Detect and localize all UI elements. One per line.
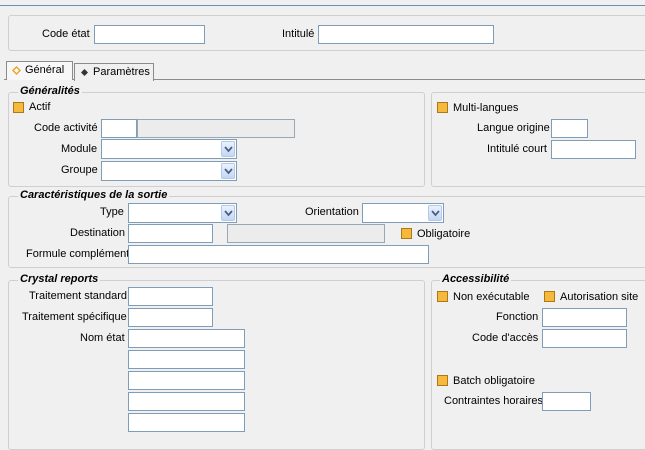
generalites-title: Généralités bbox=[18, 85, 82, 98]
groupe-dropdown-button[interactable] bbox=[221, 163, 235, 179]
module-dropdown-button[interactable] bbox=[221, 141, 235, 157]
traitement-standard-input[interactable] bbox=[128, 287, 213, 306]
header-group bbox=[8, 15, 645, 51]
code-etat-input[interactable] bbox=[94, 25, 205, 44]
intitule-court-input[interactable] bbox=[551, 140, 636, 159]
sortie-group bbox=[8, 196, 645, 268]
nom-etat-input-1[interactable] bbox=[128, 329, 245, 348]
diamond-icon bbox=[12, 66, 21, 75]
fonction-input[interactable] bbox=[542, 308, 627, 327]
contraintes-horaires-label: Contraintes horaires bbox=[444, 395, 544, 407]
destination-description bbox=[227, 224, 385, 243]
fonction-label: Fonction bbox=[496, 311, 539, 323]
code-activite-input[interactable] bbox=[101, 119, 137, 138]
accessibilite-group bbox=[431, 280, 645, 450]
autorisation-site-label: Autorisation site bbox=[560, 291, 639, 303]
langue-origine-label: Langue origine bbox=[477, 122, 550, 134]
window-top-border bbox=[0, 0, 645, 6]
langue-origine-input[interactable] bbox=[551, 119, 588, 138]
type-label: Type bbox=[100, 206, 124, 218]
nom-etat-input-3[interactable] bbox=[128, 371, 245, 390]
orientation-label: Orientation bbox=[305, 206, 359, 218]
multilangues-group bbox=[431, 92, 645, 187]
nom-etat-label: Nom état bbox=[80, 332, 125, 344]
code-acces-label: Code d'accès bbox=[472, 332, 539, 344]
code-activite-description bbox=[137, 119, 295, 138]
type-select[interactable] bbox=[128, 203, 237, 223]
traitement-specifique-input[interactable] bbox=[128, 308, 213, 327]
chevron-down-icon bbox=[224, 168, 233, 175]
intitule-input[interactable] bbox=[318, 25, 494, 44]
tab-strip-line bbox=[4, 79, 645, 80]
multilangues-checkbox[interactable] bbox=[437, 102, 448, 113]
sortie-title: Caractéristiques de la sortie bbox=[18, 189, 170, 202]
tab-general-label: Général bbox=[25, 64, 65, 76]
nom-etat-input-4[interactable] bbox=[128, 392, 245, 411]
intitule-label: Intitulé bbox=[282, 28, 315, 40]
chevron-down-icon bbox=[224, 210, 233, 217]
tab-general[interactable]: Général bbox=[6, 61, 73, 80]
batch-obligatoire-label: Batch obligatoire bbox=[453, 375, 535, 387]
multilangues-label: Multi-langues bbox=[453, 102, 519, 114]
code-etat-label: Code état bbox=[42, 28, 90, 40]
non-executable-checkbox[interactable] bbox=[437, 291, 448, 302]
obligatoire-checkbox[interactable] bbox=[401, 228, 412, 239]
diamond-icon bbox=[81, 69, 88, 76]
batch-obligatoire-checkbox[interactable] bbox=[437, 375, 448, 386]
actif-label: Actif bbox=[29, 101, 51, 113]
type-dropdown-button[interactable] bbox=[221, 205, 235, 221]
chevron-down-icon bbox=[224, 146, 233, 153]
obligatoire-label: Obligatoire bbox=[417, 228, 471, 240]
groupe-select[interactable] bbox=[101, 161, 237, 181]
generalites-group bbox=[8, 92, 425, 187]
contraintes-horaires-input[interactable] bbox=[542, 392, 591, 411]
tab-parametres[interactable]: Paramètres bbox=[74, 63, 154, 81]
tab-parametres-label: Paramètres bbox=[93, 66, 150, 78]
orientation-select[interactable] bbox=[362, 203, 444, 223]
destination-input[interactable] bbox=[128, 224, 213, 243]
destination-label: Destination bbox=[70, 227, 126, 239]
nom-etat-input-5[interactable] bbox=[128, 413, 245, 432]
module-select[interactable] bbox=[101, 139, 237, 159]
autorisation-site-checkbox[interactable] bbox=[544, 291, 555, 302]
traitement-specifique-label: Traitement spécifique bbox=[22, 311, 127, 323]
traitement-standard-label: Traitement standard bbox=[29, 290, 128, 302]
chevron-down-icon bbox=[431, 210, 440, 217]
module-label: Module bbox=[61, 143, 98, 155]
formule-complement-label: Formule complément bbox=[26, 248, 130, 260]
code-acces-input[interactable] bbox=[542, 329, 627, 348]
accessibilite-title: Accessibilité bbox=[440, 273, 512, 286]
code-activite-label: Code activité bbox=[34, 122, 98, 134]
non-executable-label: Non exécutable bbox=[453, 291, 530, 303]
intitule-court-label: Intitulé court bbox=[487, 143, 547, 155]
formule-complement-input[interactable] bbox=[128, 245, 429, 264]
orientation-dropdown-button[interactable] bbox=[428, 205, 442, 221]
nom-etat-input-2[interactable] bbox=[128, 350, 245, 369]
groupe-label: Groupe bbox=[61, 164, 98, 176]
crystal-title: Crystal reports bbox=[18, 273, 101, 286]
actif-checkbox[interactable] bbox=[13, 102, 24, 113]
